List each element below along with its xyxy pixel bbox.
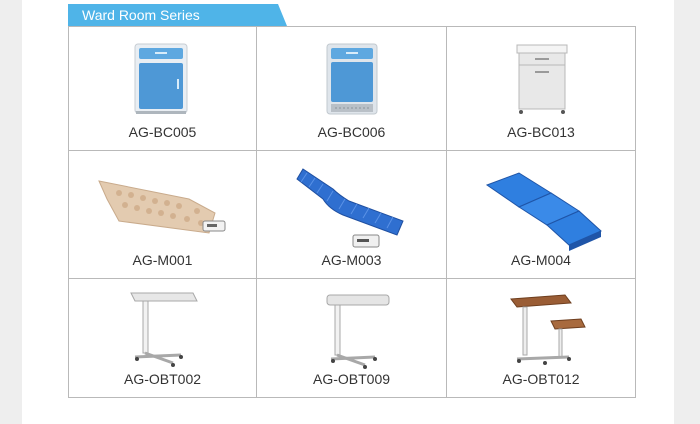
overbed-table-icon <box>130 292 198 367</box>
product-card[interactable]: AG-BC013 <box>447 27 635 151</box>
product-code: AG-M001 <box>132 252 193 268</box>
blue-bedside-cabinet-icon <box>134 43 188 114</box>
product-code: AG-BC005 <box>128 124 197 140</box>
product-grid: AG-BC005 AG-BC006 AG-BC013 <box>68 26 636 398</box>
product-card[interactable]: AG-M001 <box>69 151 257 279</box>
series-title-tab: Ward Room Series <box>68 4 287 26</box>
product-card[interactable]: AG-OBT009 <box>257 279 447 397</box>
product-code: AG-OBT012 <box>502 371 580 387</box>
folding-foam-mattress-icon <box>485 172 602 251</box>
product-card[interactable]: AG-M004 <box>447 151 635 279</box>
product-code: AG-OBT009 <box>312 371 391 387</box>
product-code: AG-OBT002 <box>123 371 202 387</box>
product-code: AG-BC006 <box>317 124 386 140</box>
bubble-air-mattress-icon <box>98 180 226 234</box>
product-card[interactable]: AG-OBT012 <box>447 279 635 397</box>
blue-bedside-cabinet-icon <box>326 43 378 115</box>
wooden-overbed-table-icon <box>510 294 586 365</box>
product-code: AG-M003 <box>321 252 382 268</box>
product-code: AG-BC013 <box>507 124 575 140</box>
white-bedside-cabinet-icon <box>516 44 568 114</box>
product-code: AG-M004 <box>511 252 571 268</box>
product-card[interactable]: AG-BC006 <box>257 27 447 151</box>
blue-tube-air-mattress-icon <box>296 168 404 248</box>
product-card[interactable]: AG-M003 <box>257 151 447 279</box>
product-card[interactable]: AG-BC005 <box>69 27 257 151</box>
product-card[interactable]: AG-OBT002 <box>69 279 257 397</box>
overbed-table-icon <box>326 294 390 369</box>
